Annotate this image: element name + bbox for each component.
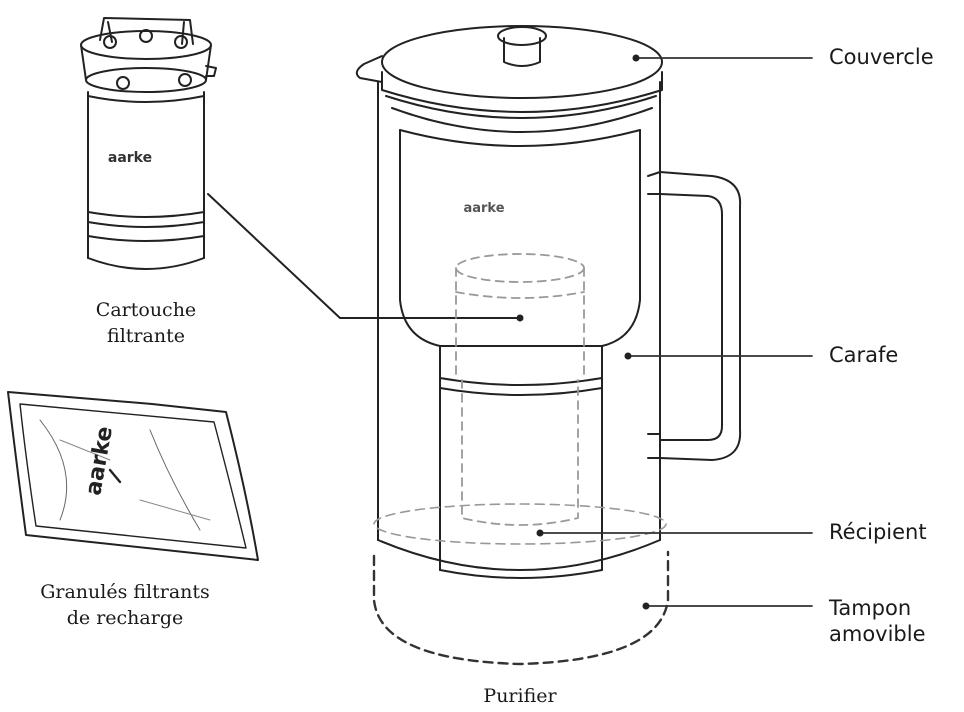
cartridge-connector-line bbox=[207, 193, 521, 319]
pitcher-illustration bbox=[355, 25, 742, 579]
label-carafe: Carafe bbox=[829, 343, 899, 367]
label-amovible: amovible bbox=[829, 622, 926, 646]
label-tampon: Tampon bbox=[829, 596, 912, 620]
removable-pad-dashed bbox=[372, 503, 670, 666]
callout-dots bbox=[516, 54, 650, 610]
label-cartouche: Cartouche bbox=[95, 299, 197, 321]
pitcher-logo: aarke bbox=[463, 201, 504, 216]
filter-cartridge-illustration bbox=[80, 17, 217, 270]
label-couvercle: Couvercle bbox=[829, 45, 934, 69]
label-filtrante: filtrante bbox=[107, 325, 185, 347]
label-granules: Granulés filtrants bbox=[40, 581, 210, 603]
refill-pouch-illustration bbox=[7, 391, 259, 561]
label-recipient: Récipient bbox=[829, 520, 927, 544]
label-purifier: Purifier bbox=[483, 685, 557, 707]
label-recharge: de recharge bbox=[66, 607, 184, 629]
callout-lines bbox=[539, 57, 813, 607]
hidden-cartridge-dashed bbox=[455, 253, 585, 526]
pouch-logo: aarke bbox=[81, 424, 118, 497]
cartridge-logo: aarke bbox=[108, 150, 152, 166]
